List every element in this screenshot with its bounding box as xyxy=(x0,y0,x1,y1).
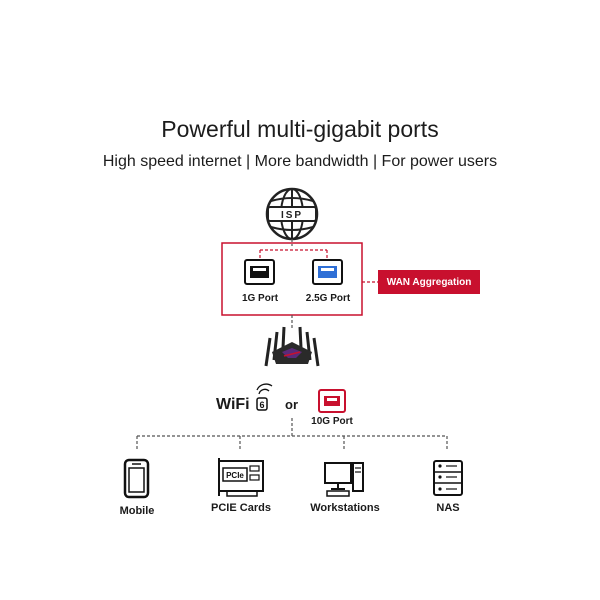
device-label-mobile: Mobile xyxy=(119,505,155,517)
wifi-version: 6 xyxy=(259,400,264,410)
isp-connector-lines xyxy=(259,239,328,258)
ethernet-port-10g-icon xyxy=(318,389,346,413)
port-10g-label: 10G Port xyxy=(311,416,353,427)
port-2-5g-label: 2.5G Port xyxy=(305,293,351,304)
port-1g-label: 1G Port xyxy=(241,293,279,304)
mobile-icon xyxy=(123,458,150,499)
wifi6-logo: 6 xyxy=(256,383,273,411)
device-label-pcie-cards: PCIE Cards xyxy=(211,502,271,514)
device-label-workstations: Workstations xyxy=(310,502,380,514)
workstation-icon xyxy=(324,462,364,497)
router-icon xyxy=(264,315,320,367)
or-label: or xyxy=(285,397,298,412)
wan-aggregation-badge: WAN Aggregation xyxy=(378,270,480,294)
wifi-label: WiFi xyxy=(216,396,250,413)
device-label-nas: NAS xyxy=(436,502,460,514)
pcie-card-text: PCIe xyxy=(226,471,244,480)
page-subtitle: High speed internet | More bandwidth | F… xyxy=(102,153,498,170)
ethernet-port-1g-icon xyxy=(244,259,275,285)
ethernet-port-2-5g-icon xyxy=(312,259,343,285)
page-title: Powerful multi-gigabit ports xyxy=(161,116,439,142)
device-connector-lines xyxy=(136,418,448,450)
isp-label: ISP xyxy=(281,210,303,221)
nas-icon xyxy=(433,460,463,496)
globe-icon: ISP xyxy=(265,187,319,241)
pcie-card-icon: PCIe xyxy=(218,458,264,497)
